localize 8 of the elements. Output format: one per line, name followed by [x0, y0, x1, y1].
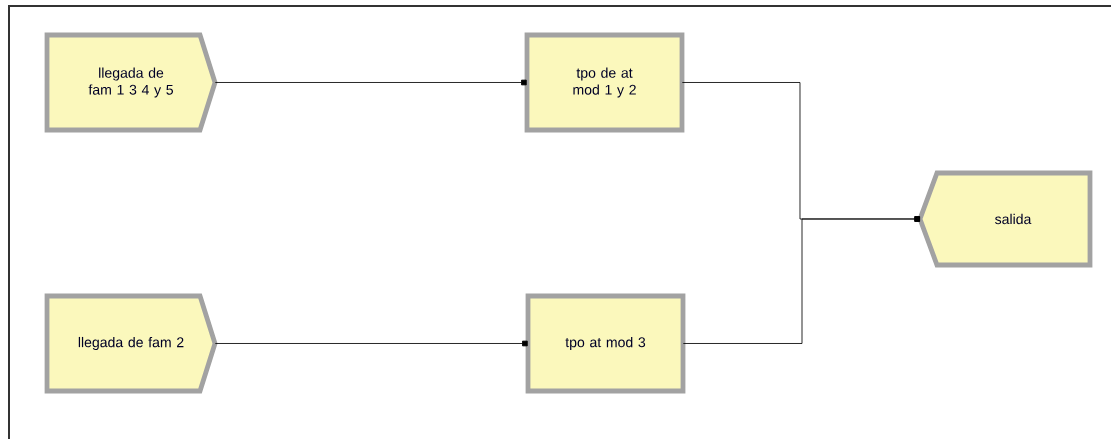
chevron-box: llegada de fam 2	[44, 293, 218, 394]
connector	[214, 340, 528, 347]
notched-box: salida	[917, 170, 1093, 268]
connector	[214, 79, 527, 86]
process-box: tpo at mod 3	[525, 293, 686, 394]
process-box: tpo de at mod 1 y 2	[524, 32, 685, 133]
chevron-box: llegada de fam 1 3 4 y 5	[44, 32, 218, 133]
connector	[682, 216, 920, 344]
